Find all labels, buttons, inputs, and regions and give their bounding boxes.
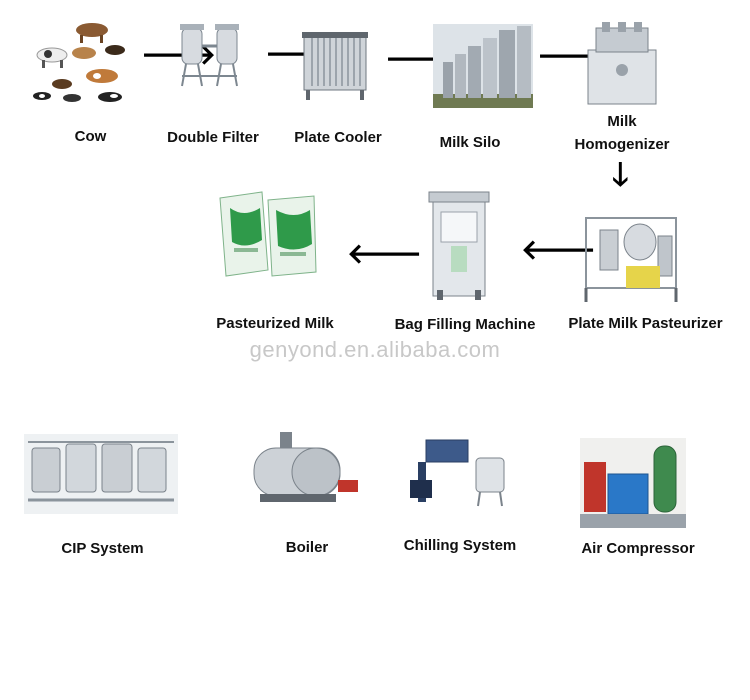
- cow-image: [33, 23, 125, 102]
- boiler-label: Boiler: [285, 539, 329, 556]
- milk-silo-image: [433, 24, 533, 108]
- pasteurizer-image: [584, 217, 678, 302]
- watermark: genyond.en.alibaba.com: [249, 337, 501, 362]
- milk-silo-icon: [433, 24, 533, 108]
- cow-label: Cow: [74, 128, 107, 145]
- arrow-left-icon: 🡐: [521, 233, 597, 266]
- arrow-down-icon: 🡓: [612, 155, 629, 193]
- arrow-left-icon: 🡐: [347, 237, 423, 270]
- cip-system-image: [24, 434, 178, 514]
- homogenizer-icon: [587, 22, 657, 105]
- air-compressor-image: [580, 438, 686, 528]
- pasteurizer-icon: [584, 217, 678, 302]
- double-filter-image: [180, 24, 239, 87]
- pasteurized-milk-image: [219, 191, 317, 277]
- homogenizer-image: [587, 22, 657, 105]
- cow-icon: [33, 23, 125, 102]
- air-compressor-icon: [580, 438, 686, 528]
- bag-filling-machine-label: Bag Filling Machine: [394, 316, 536, 333]
- pasteurized-milk-label: Pasteurized Milk: [216, 315, 334, 332]
- milk-bag-icon: [219, 191, 317, 277]
- homogenizer-label-line2: Homogenizer: [574, 136, 670, 153]
- plate-cooler-icon: [302, 32, 368, 100]
- chilling-system-image: [410, 439, 505, 507]
- double-filter-icon: [180, 24, 239, 87]
- bag-filling-machine-icon: [428, 191, 490, 300]
- chilling-system-icon: [410, 439, 505, 507]
- air-compressor-label: Air Compressor: [581, 540, 695, 557]
- plate-cooler-label: Plate Cooler: [294, 129, 382, 146]
- boiler-image: [253, 432, 358, 502]
- bag-filling-machine-image: [428, 191, 490, 300]
- cip-system-icon: [24, 434, 178, 514]
- pasteurizer-label: Plate Milk Pasteurizer: [568, 315, 723, 332]
- homogenizer-label-line1: Milk: [607, 113, 637, 130]
- boiler-icon: [253, 432, 358, 502]
- plate-cooler-image: [302, 32, 368, 100]
- chilling-system-label: Chilling System: [403, 537, 517, 554]
- double-filter-label: Double Filter: [167, 129, 259, 146]
- cip-system-label: CIP System: [61, 540, 144, 557]
- milk-silo-label: Milk Silo: [439, 134, 501, 151]
